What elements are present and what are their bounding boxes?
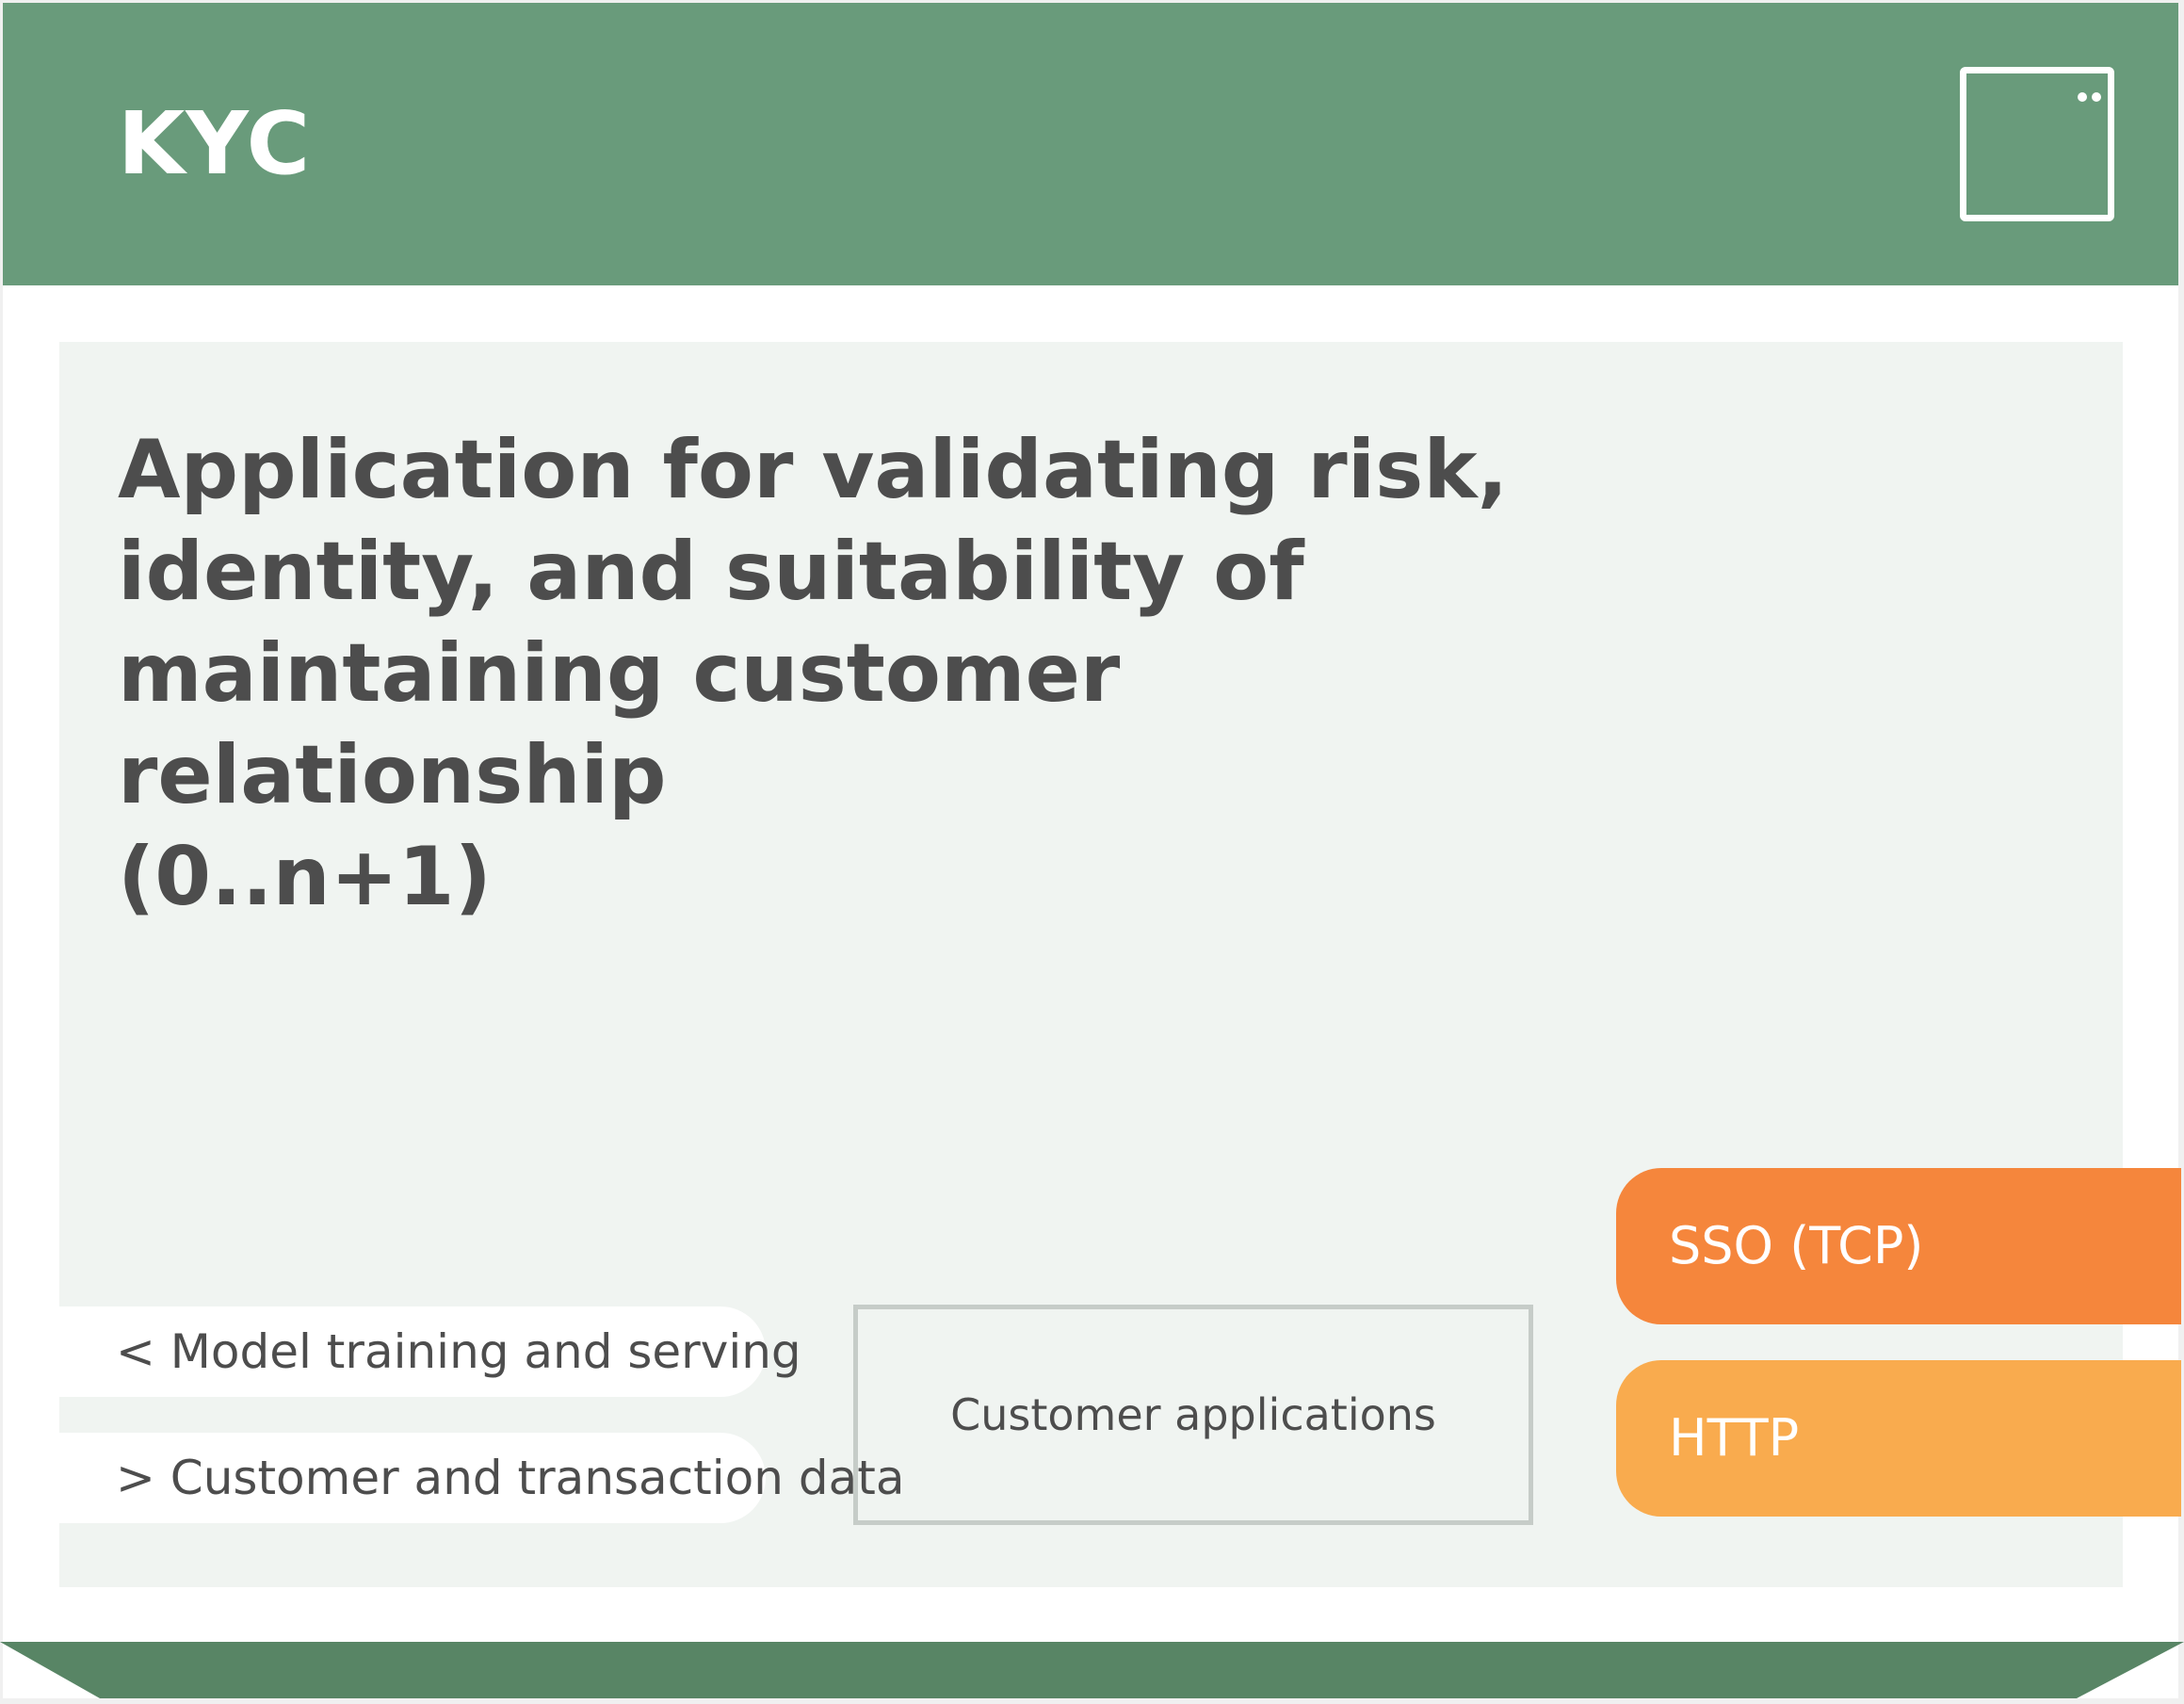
sso-port: SSO (TCP) [1616,1168,2181,1324]
http-port: HTTP [1616,1360,2181,1517]
card-header: KYC [3,3,2178,285]
card-title: KYC [118,93,312,194]
window-dot [2078,92,2087,102]
window-dot [2092,92,2101,102]
customer-applications-label: Customer applications [950,1389,1436,1440]
inbound-flow-tab: < Model training and serving [59,1306,801,1397]
kyc-card: KYC Application for validating risk, ide… [3,3,2181,1698]
description-line: (0..n+1) [118,830,492,924]
description-line: Application for validating risk, [118,423,1509,517]
content-panel: Application for validating risk, identit… [59,342,2123,1587]
card-description: Application for validating risk, identit… [118,419,1530,928]
description-line: maintaining customer [118,626,1121,721]
description-line: identity, and suitability of [118,525,1304,619]
window-icon [1960,67,2114,221]
outbound-flow-tab: > Customer and transaction data [59,1433,904,1523]
footer-bar [0,1642,2184,1698]
description-line: relationship [118,728,667,822]
footer-shape [0,1642,2184,1698]
customer-applications-box: Customer applications [853,1305,1533,1525]
